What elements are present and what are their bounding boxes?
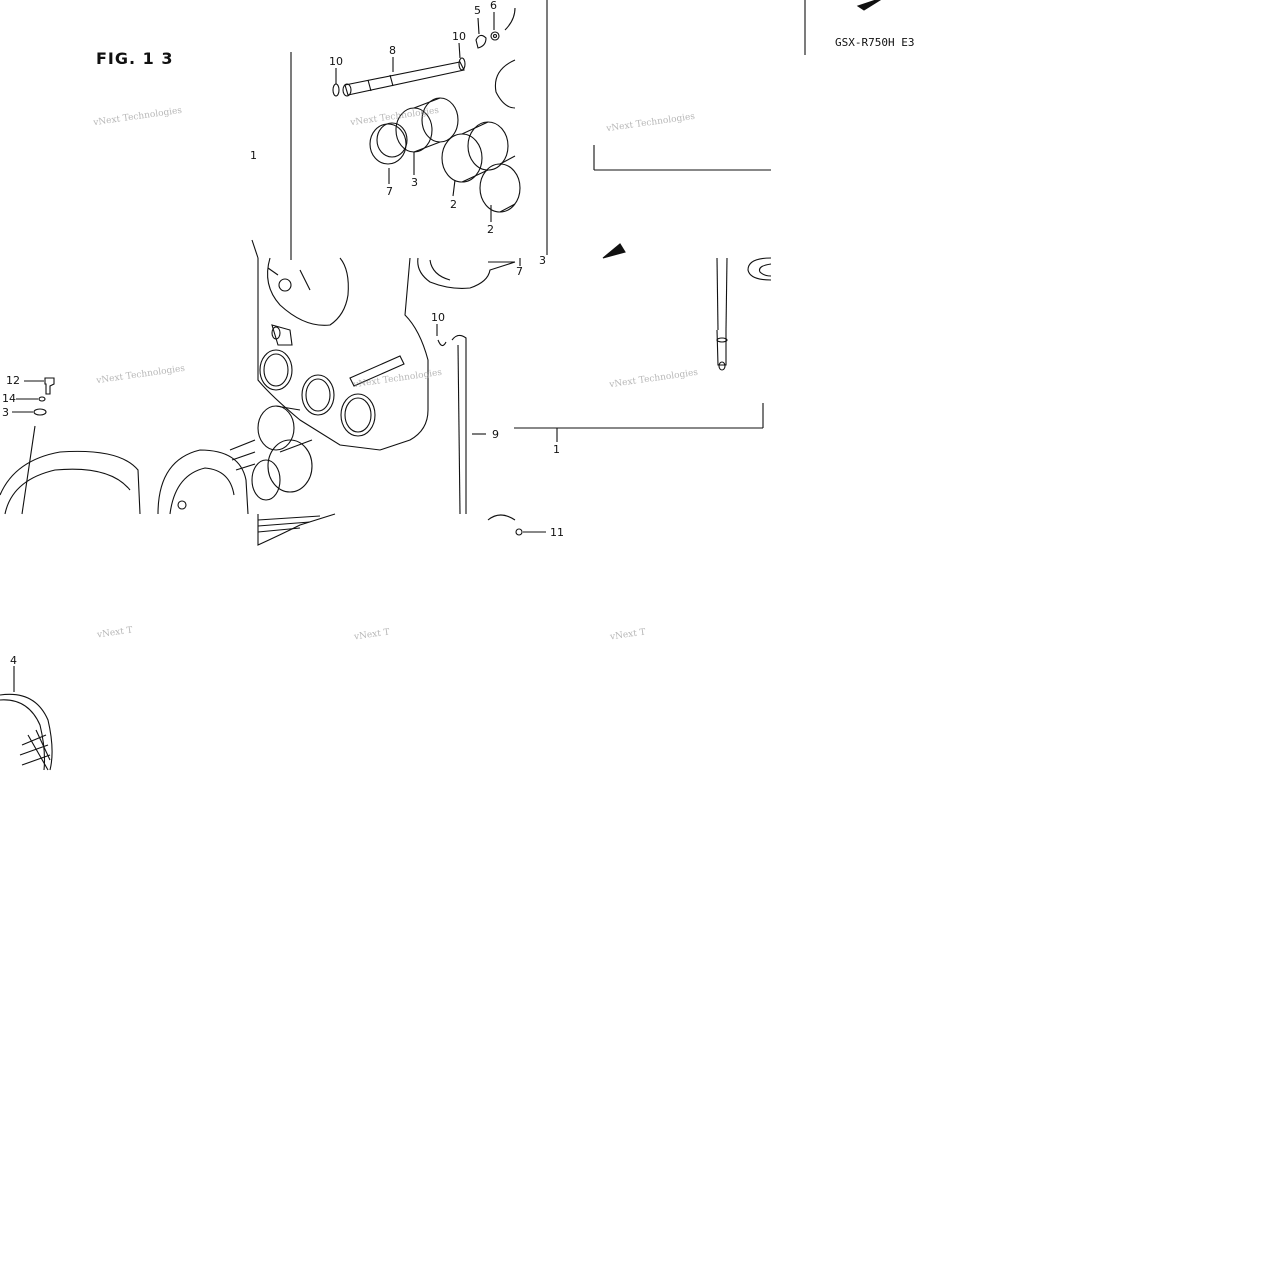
callout-1: 1	[553, 443, 560, 456]
air-box	[251, 257, 521, 546]
callout-9: 9	[492, 428, 499, 441]
callout-5: 5	[474, 4, 481, 17]
callout-2: 2	[450, 198, 457, 211]
callout-7: 7	[516, 265, 523, 278]
direction-arrow-top	[856, 0, 882, 11]
callout-6: 6	[490, 0, 497, 12]
callout-10: 10	[329, 55, 343, 68]
callout-10: 10	[452, 30, 466, 43]
filter-element	[0, 666, 53, 771]
callout-2: 2	[487, 223, 494, 236]
air-cleaner-left	[0, 377, 256, 515]
breather-rod	[602, 243, 772, 371]
breather-hose	[436, 324, 546, 536]
frame-lines	[514, 145, 771, 442]
callout-4: 4	[10, 654, 17, 667]
callout-3: 3	[411, 176, 418, 189]
callout-3: 3	[2, 406, 9, 419]
callout-10: 10	[431, 311, 445, 324]
callout-12: 12	[6, 374, 20, 387]
callout-1: 1	[250, 149, 257, 162]
intake-pipe-group	[290, 0, 548, 260]
callout-14: 14	[2, 392, 16, 405]
callout-8: 8	[389, 44, 396, 57]
callout-7: 7	[386, 185, 393, 198]
figure-title: FIG. 1 3	[96, 49, 174, 68]
callout-3: 3	[539, 254, 546, 267]
model-code: GSX-R750H E3	[835, 36, 915, 49]
callout-11: 11	[550, 526, 564, 539]
